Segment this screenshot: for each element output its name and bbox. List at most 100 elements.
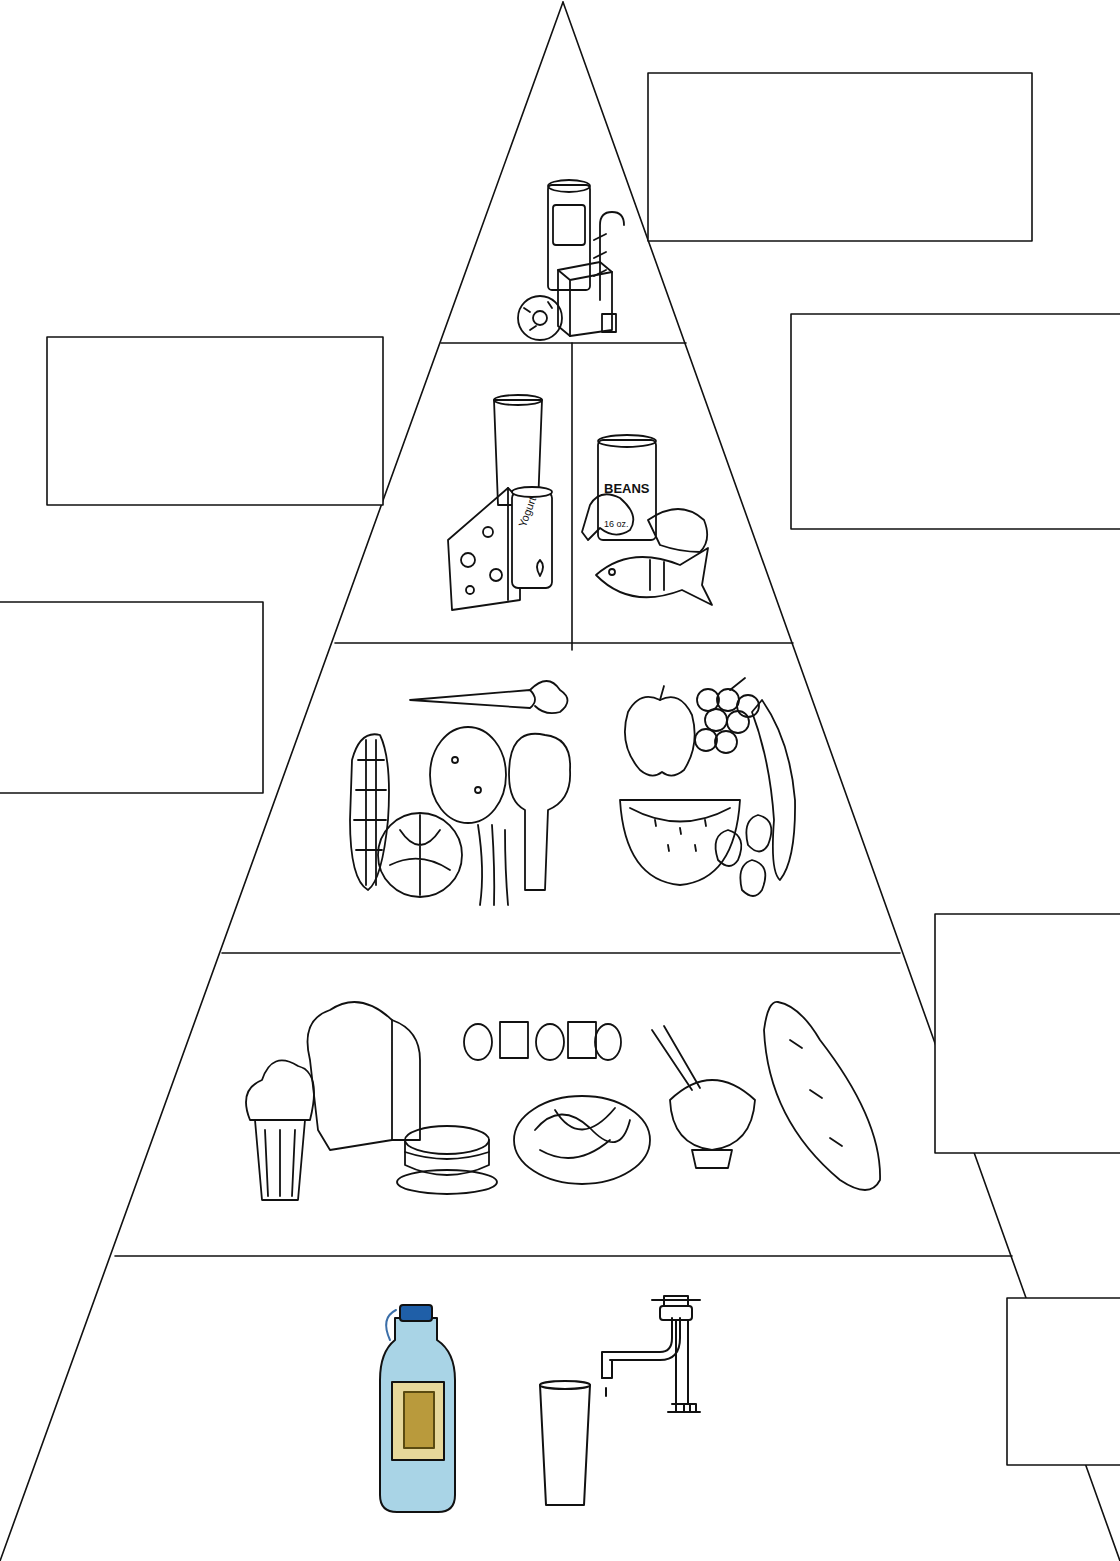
- fruits-illustration-part: [620, 800, 740, 885]
- water-illustration-part: [660, 1306, 692, 1320]
- grains-illustration-part: [308, 1002, 393, 1150]
- sweets-illustration-part: [548, 185, 590, 290]
- grains-illustration-part: [536, 1024, 564, 1060]
- fruits-illustration-part: [625, 697, 695, 776]
- grains-illustration-part: [535, 1108, 630, 1158]
- dairy-illustration-part: [466, 586, 474, 594]
- water-illustration-part: [652, 1296, 700, 1306]
- dairy-illustration-part: [448, 488, 520, 610]
- sweets-illustration-part: [518, 296, 562, 340]
- grains-illustration-part: [595, 1024, 621, 1060]
- water-illustration-part: [602, 1318, 680, 1378]
- fruits-illustration-part: [716, 830, 742, 866]
- grains-illustration-part: [790, 1040, 842, 1146]
- dairy-illustration-part: [490, 569, 502, 581]
- dairy-illustration-part: [512, 487, 552, 497]
- grains-illustration-part: [405, 1126, 489, 1154]
- dairy-illustration-part: [461, 553, 475, 567]
- grains-illustration-part: [652, 1026, 700, 1090]
- answer-boxes-part: [648, 73, 1032, 241]
- grains-illustration-part: [568, 1022, 596, 1058]
- grains-illustration-part: [670, 1080, 755, 1150]
- grains-illustration-part: [464, 1024, 492, 1060]
- answer-boxes-part: [935, 914, 1120, 1153]
- sweets-illustration-part: [558, 262, 612, 336]
- vegetables-illustration-part: [478, 825, 508, 905]
- grains-illustration-part: [392, 1020, 420, 1140]
- can-weight: 16 oz.: [604, 520, 629, 529]
- fruits-illustration-part: [717, 689, 739, 711]
- can-label: BEANS: [604, 482, 650, 495]
- answer-boxes-part: [0, 602, 263, 793]
- vegetables-illustration: [350, 681, 570, 905]
- water-illustration-part: [380, 1318, 455, 1512]
- fruits-illustration-part: [695, 729, 717, 751]
- fruits-illustration-part: [730, 678, 745, 690]
- sweets-illustration-part: [594, 234, 606, 276]
- sweets-illustration-part: [602, 314, 616, 332]
- grains-illustration-part: [255, 1120, 305, 1200]
- protein-illustration-part: [596, 548, 712, 605]
- pyramid-outline-part: [441, 342, 686, 344]
- vegetables-illustration-part: [350, 734, 389, 890]
- grains-illustration-part: [500, 1022, 528, 1058]
- sweets-illustration-part: [548, 180, 590, 192]
- pyramid-outline-part: [571, 343, 573, 650]
- fruits-illustration-part: [737, 695, 759, 717]
- fruits-illustration-part: [727, 711, 749, 733]
- vegetables-illustration-part: [452, 757, 458, 763]
- water-illustration-part: [676, 1320, 688, 1404]
- dairy-illustration-part: [494, 395, 542, 405]
- water-illustration-part: [392, 1382, 444, 1460]
- grains-illustration-part: [764, 1002, 880, 1190]
- grains-illustration-part: [405, 1152, 489, 1159]
- grains-illustration-part: [397, 1170, 497, 1194]
- grains-illustration-part: [246, 1060, 314, 1120]
- protein-illustration: [582, 435, 712, 605]
- grains-illustration-part: [514, 1096, 650, 1184]
- fruits-illustration-part: [697, 689, 719, 711]
- water-illustration-part: [404, 1392, 434, 1448]
- fruits-illustration: [620, 678, 795, 896]
- water-illustration-part: [605, 1388, 607, 1396]
- vegetables-illustration-part: [530, 681, 568, 713]
- vegetables-illustration-part: [509, 734, 570, 890]
- water-illustration-part: [386, 1310, 396, 1340]
- vegetables-illustration-part: [354, 740, 386, 885]
- vegetables-illustration-part: [430, 727, 506, 823]
- pyramid-outline-part: [222, 952, 900, 954]
- pyramid-outline-part: [115, 1255, 1012, 1257]
- fruits-illustration-part: [752, 700, 795, 880]
- fruits-illustration-part: [630, 808, 730, 822]
- answer-boxes: [0, 73, 1120, 1465]
- vegetables-illustration-part: [410, 690, 535, 708]
- dairy-illustration-part: [512, 492, 552, 588]
- fruits-illustration-part: [746, 815, 771, 852]
- answer-boxes-part: [47, 337, 383, 505]
- sweets-illustration-part: [533, 311, 547, 325]
- water-illustration-part: [602, 1360, 612, 1378]
- sweets-illustration-part: [524, 302, 552, 330]
- water-illustration: [380, 1296, 700, 1512]
- dairy-illustration: [448, 395, 552, 610]
- dairy-illustration-part: [483, 527, 493, 537]
- protein-illustration-part: [648, 509, 707, 552]
- fruits-illustration-part: [655, 820, 706, 851]
- answer-boxes-part: [791, 314, 1120, 529]
- sweets-illustration-part: [553, 205, 585, 245]
- sweets-illustration: [518, 180, 624, 340]
- water-illustration-part: [400, 1305, 432, 1321]
- pyramid-outline-part: [335, 642, 793, 644]
- grains-illustration-part: [692, 1150, 732, 1168]
- vegetables-illustration-part: [378, 813, 462, 897]
- fruits-illustration-part: [740, 860, 765, 896]
- protein-illustration-part: [598, 435, 656, 447]
- fruits-illustration-part: [705, 709, 727, 731]
- protein-illustration-part: [598, 440, 656, 540]
- dairy-illustration-part: [537, 560, 543, 576]
- protein-illustration-part: [650, 560, 664, 590]
- vegetables-illustration-part: [475, 787, 481, 793]
- water-illustration-part: [540, 1385, 590, 1505]
